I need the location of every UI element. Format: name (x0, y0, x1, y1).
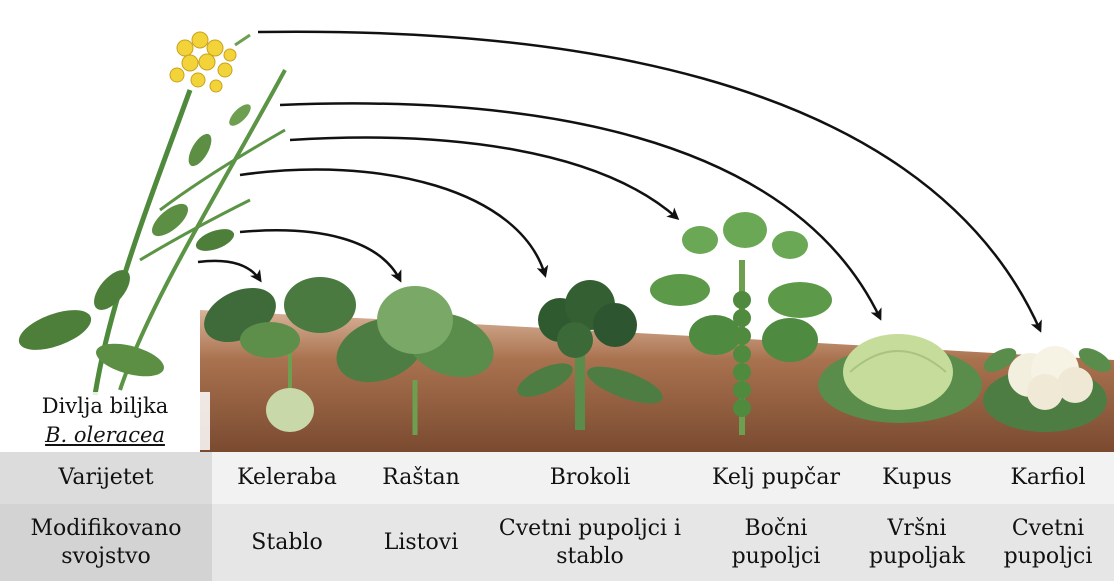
wild-plant-species: B. oleracea (0, 421, 210, 450)
arrow-cauliflower (258, 32, 1040, 330)
trait-cell: Cvetni pupoljci (982, 504, 1114, 581)
trait-cell: Stablo (212, 504, 362, 581)
variety-cell: Raštan (362, 452, 480, 504)
variety-table: Varijetet Keleraba Raštan Brokoli Kelj p… (0, 452, 1114, 581)
variety-cell: Kelj pupčar (700, 452, 852, 504)
variety-cell: Kupus (852, 452, 982, 504)
trait-cell: Cvetni pupoljci i stablo (480, 504, 700, 581)
variety-cell: Brokoli (480, 452, 700, 504)
cauliflower-illustration (980, 343, 1114, 432)
illustration (0, 0, 1114, 452)
variety-cell: Karfiol (982, 452, 1114, 504)
wild-plant-caption: Divlja biljka B. oleracea (0, 392, 210, 450)
trait-cell: Listovi (362, 504, 480, 581)
trait-cell: Bočni pupoljci (700, 504, 852, 581)
trait-cell: Vršni pupoljak (852, 504, 982, 581)
arrow-kohlrabi (198, 261, 260, 280)
row-header-modified-trait: Modifikovano svojstvo (0, 504, 212, 581)
flower-cluster (170, 32, 236, 92)
arrow-broccoli (240, 170, 545, 275)
row-header-varieties: Varijetet (0, 452, 212, 504)
table-row-modified-trait: Modifikovano svojstvo Stablo Listovi Cve… (0, 504, 1114, 581)
wild-plant-label: Divlja biljka (0, 392, 210, 421)
variety-cell: Keleraba (212, 452, 362, 504)
table-row-varieties: Varijetet Keleraba Raštan Brokoli Kelj p… (0, 452, 1114, 504)
arrow-collard (240, 230, 400, 280)
